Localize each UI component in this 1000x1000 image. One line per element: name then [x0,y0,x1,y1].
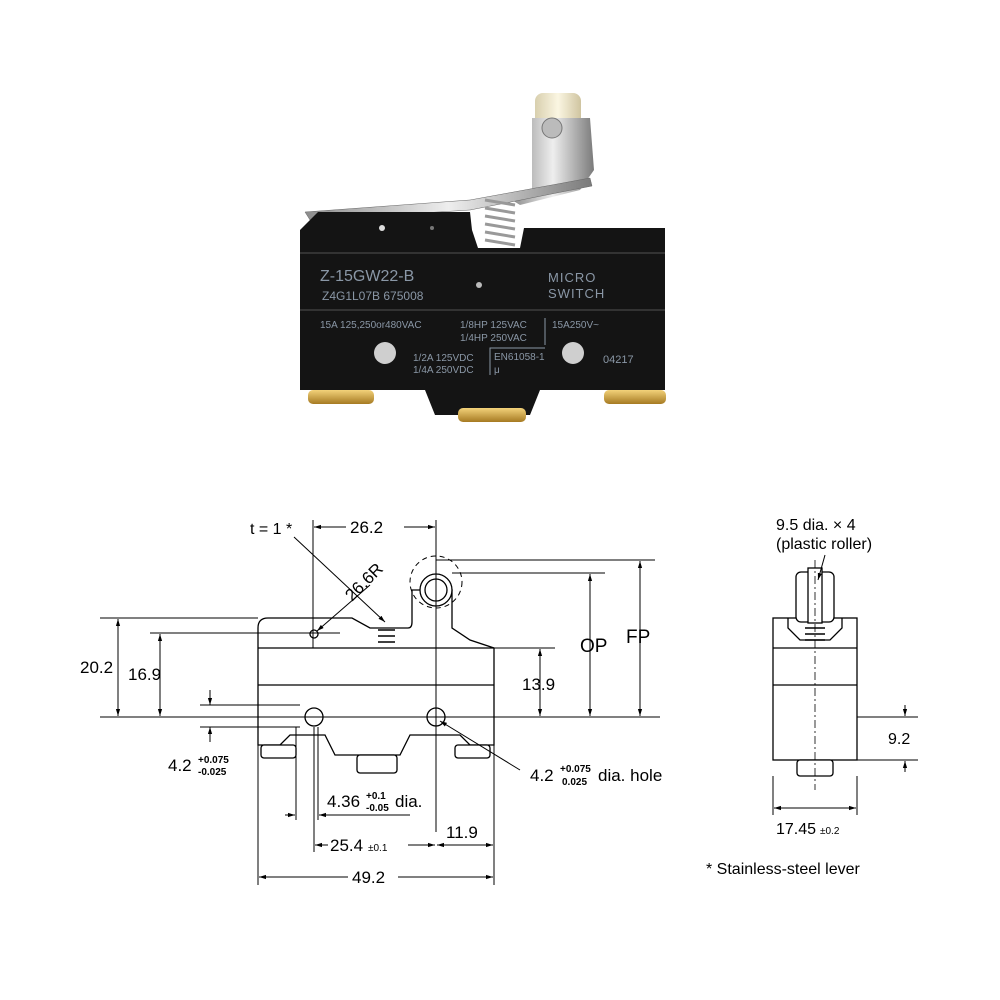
rating-v: 15A250V~ [552,320,599,331]
label-fp: FP [626,627,650,648]
dim-radius: 26.6R [341,559,387,605]
side-view-labels: 9.5 dia. × 4 (plastic roller) 9.2 17.45 … [706,517,910,878]
rating-dc2: 1/4A 250VDC [413,365,474,376]
dim-terminal-suffix: dia. [395,792,422,811]
label-op: OP [580,636,607,657]
dim-side-width: 17.45 [776,821,816,838]
screw-terminal [308,390,374,404]
dim-hole-pitch: 25.4 [330,836,363,855]
dim-hole-tol-minus: 0.025 [562,777,587,788]
dim-hole-suffix: dia. hole [598,766,662,785]
date-code: 04217 [603,354,634,366]
switch-outline [257,589,495,756]
front-view-labels: t = 1 * 26.2 26.6R 20.2 16.9 13.9 OP FP … [80,516,662,887]
dim-height-plunger: 13.9 [522,675,555,694]
dim-side-height: 9.2 [888,731,910,748]
dim-hole-offset-tol-plus: +0.075 [198,755,229,766]
dim-hole-offset-tol-minus: -0.025 [198,767,227,778]
rating-hp2: 1/4HP 250VAC [460,333,527,344]
dim-lever-length: 26.2 [350,518,383,537]
rating-dc1: 1/2A 125VDC [413,353,474,364]
dim-terminal-tol-plus: +0.1 [366,791,386,802]
dim-hole-offset-value: 4.2 [168,756,192,775]
standard: EN61058-1 [494,352,545,363]
side-view-drawing [772,554,918,815]
switch-body [300,212,665,415]
dim-hole-dia: 4.2 +0.075 0.025 dia. hole [530,764,662,788]
dim-hole-offset: 4.2 +0.075 -0.025 [168,755,229,778]
brand-line1: MICRO [548,270,596,285]
roller-note-2: (plastic roller) [776,536,872,553]
front-view-drawing [100,520,660,885]
mounting-hole [374,342,396,364]
dim-hole-dia-value: 4.2 [530,766,554,785]
mu-mark: μ [494,365,500,376]
dim-terminal-tol-minus: -0.05 [366,803,389,814]
code-line: Z4G1L07B 675008 [322,289,424,303]
brand-line2: SWITCH [548,286,605,301]
screw-terminal [458,408,526,422]
dim-height-total: 20.2 [80,658,113,677]
rating-hp1: 1/8HP 125VAC [460,320,527,331]
dim-terminal-dia: 4.36 +0.1 -0.05 dia. [327,791,422,814]
micro-switch-photo: Z-15GW22-B Z4G1L07B 675008 MICRO SWITCH … [300,93,666,422]
screw-terminal [604,390,666,404]
mounting-hole [562,342,584,364]
roller-note-1: 9.5 dia. × 4 [776,517,856,534]
model-number: Z-15GW22-B [320,268,414,285]
dim-terminal-dia-value: 4.36 [327,792,360,811]
dim-hole-pitch-tol: ±0.1 [368,843,388,854]
rating-ac: 15A 125,250or480VAC [320,320,422,331]
dim-right-edge: 11.9 [446,823,478,842]
footnote: * Stainless-steel lever [706,861,861,878]
roller-axle [541,117,563,139]
spring [484,198,516,247]
dim-width: 49.2 [352,868,385,887]
thickness-note: t = 1 * [250,521,292,538]
dim-height-pivot: 16.9 [128,665,161,684]
dim-hole-tol-plus: +0.075 [560,764,591,775]
dim-side-width-tol: ±0.2 [820,826,840,837]
